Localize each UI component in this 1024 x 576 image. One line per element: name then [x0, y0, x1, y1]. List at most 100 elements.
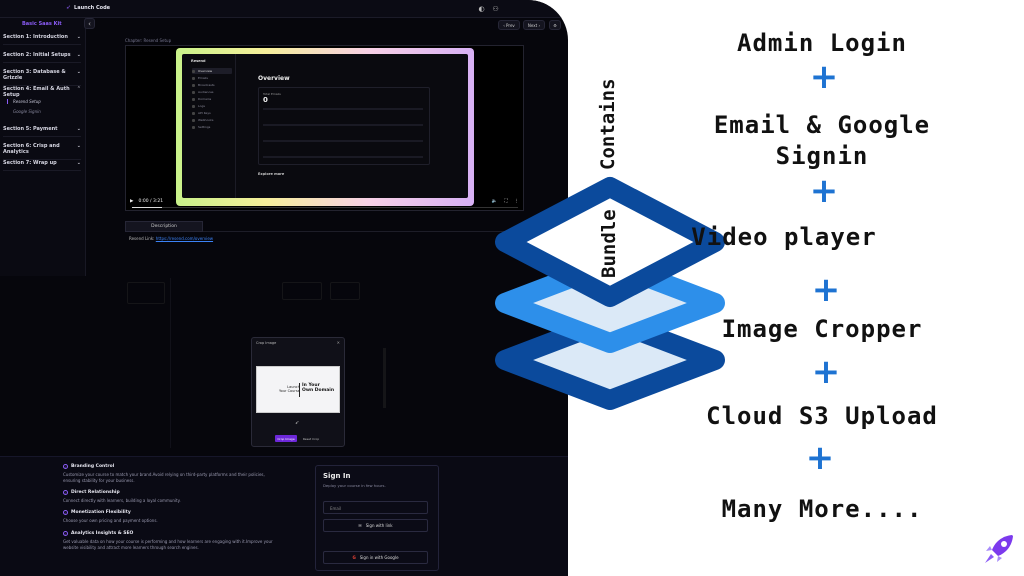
feature-text: Choose your own pricing and payment opti… — [63, 518, 158, 523]
sidebar-subitem-google[interactable]: Google Signin — [13, 109, 41, 114]
feature-text: Get valuable data on how your course is … — [63, 539, 273, 550]
video-inner-sidebar: Resend Overview Emails Broadcasts Audien… — [182, 54, 236, 198]
theme-toggle-icon[interactable]: ◐ — [478, 4, 485, 13]
section-label: Section 1: Introduction — [3, 34, 68, 40]
promo-email-google-signin: Email & Google Signin — [713, 111, 931, 171]
layers-stack-icon — [495, 177, 725, 410]
google-icon: G — [352, 555, 356, 560]
feature-branding: ✓Branding Control Customize your course … — [63, 464, 273, 484]
resend-url-link[interactable]: https://resend.com/overview — [155, 236, 214, 241]
prev-button[interactable]: ‹ Prev — [498, 20, 520, 30]
plus-icon: + — [809, 171, 839, 211]
faded-background-screen — [0, 278, 568, 454]
video-controls: ▶ 0:00 / 3:21 🔈 ⛶ ⋮ — [125, 194, 524, 208]
chevron-down-icon: ⌄ — [76, 52, 81, 58]
feature-text: Customize your course to match your bran… — [63, 472, 265, 483]
chevron-up-icon: ⌃ — [76, 86, 81, 92]
chevron-down-icon: ⌄ — [76, 34, 81, 40]
inner-nav-item: Audiences — [192, 89, 232, 95]
section-label: Section 5: Payment — [3, 126, 58, 132]
play-icon[interactable]: ▶ — [130, 198, 134, 204]
preview-text-right: In Your Own Domain — [302, 383, 335, 393]
section-label: Section 4: Email & Auth Setup — [3, 86, 70, 98]
contains-label: Contains — [597, 78, 619, 170]
feature-analytics: ✓Analytics Insights & SEO Get valuable d… — [63, 531, 273, 550]
promo-image-cropper: Image Cropper — [721, 315, 923, 343]
settings-icon[interactable]: ⚙ — [549, 20, 561, 30]
feature-direct-relationship: ✓Direct Relationship Connect directly wi… — [63, 490, 273, 504]
landing-section — [0, 456, 568, 576]
mail-icon: ✉ — [358, 523, 362, 528]
sign-with-link-button[interactable]: ✉Sign with link — [323, 519, 428, 532]
sidebar-section-4[interactable]: Section 4: Email & Auth Setup ⌃ — [3, 86, 81, 102]
crop-image-button[interactable]: Crop Image — [275, 435, 297, 442]
bundle-label: Bundle — [598, 209, 620, 278]
check-circle-icon: ✓ — [63, 531, 68, 536]
plus-icon: + — [811, 352, 841, 392]
inner-total-emails: Total Emails — [263, 92, 281, 96]
cropper-title: Crop Image — [256, 341, 277, 345]
section-label: Section 6: Crisp and Analytics — [3, 143, 60, 155]
fullscreen-icon[interactable]: ⛶ — [504, 199, 508, 204]
grid-line — [263, 108, 423, 110]
sidebar-section-2[interactable]: Section 2: Initial Setups⌄ — [3, 52, 81, 63]
inner-nav-item: Logs — [192, 103, 232, 109]
video-content: Resend Overview Emails Broadcasts Audien… — [182, 54, 468, 198]
inner-overview-title: Overview — [258, 75, 290, 82]
sidebar-section-1[interactable]: Section 1: Introduction ⌄ — [3, 34, 81, 45]
sidebar-section-7[interactable]: Section 7: Wrap up ⌄ — [3, 160, 81, 171]
signin-subtitle: Deploy your course in few hours. — [323, 483, 386, 488]
sidebar-section-6[interactable]: Section 6: Crisp and Analytics ⌄ — [3, 143, 81, 160]
chapter-title: Chapter: Resend Setup — [125, 38, 172, 43]
inner-explore: Explore more — [258, 172, 285, 176]
brand[interactable]: ➶Launch Code — [66, 4, 110, 11]
reset-crop-button[interactable]: Reset Crop — [302, 436, 320, 441]
resend-link-row: Resend Link: https://resend.com/overview — [129, 236, 213, 241]
chevron-down-icon: ⌄ — [76, 143, 81, 149]
promo-admin-login: Admin Login — [737, 29, 907, 57]
promo-many-more: Many More.... — [721, 495, 923, 523]
rocket-logo-icon: ➶ — [66, 4, 72, 11]
inner-nav-item: Broadcasts — [192, 82, 232, 88]
check-circle-icon: ✓ — [63, 510, 68, 515]
volume-icon[interactable]: 🔈 — [491, 198, 498, 204]
description-tab[interactable]: Description — [125, 221, 203, 232]
video-progress-bar[interactable] — [132, 207, 518, 208]
close-icon[interactable]: ✕ — [336, 340, 340, 345]
brand-name: Launch Code — [74, 4, 111, 11]
sidebar-section-5[interactable]: Section 5: Payment ⌄ — [3, 126, 81, 137]
signin-title: Sign In — [323, 472, 351, 480]
stack-layer-bottom — [495, 310, 725, 410]
plus-icon: + — [805, 438, 835, 478]
sidebar-subitem-resend[interactable]: Resend Setup — [7, 99, 41, 104]
promo-video-player: Video player — [691, 223, 877, 251]
plus-icon: + — [809, 57, 839, 97]
user-icon[interactable]: ⚇ — [492, 4, 499, 13]
inner-chart-card: Total Emails 0 — [258, 87, 430, 165]
chevron-down-icon: ⌄ — [76, 126, 81, 132]
grid-line — [263, 124, 423, 126]
rocket-icon: ➶ — [295, 420, 300, 426]
check-circle-icon: ✓ — [63, 490, 68, 495]
resend-label: Resend Link: — [129, 236, 155, 241]
feature-monetization: ✓Monetization Flexibility Choose your ow… — [63, 510, 273, 524]
next-button[interactable]: Next › — [523, 20, 545, 30]
signin-card: Sign In Deploy your course in few hours.… — [315, 465, 439, 571]
inner-nav-item: API Keys — [192, 110, 232, 116]
grid-line — [263, 140, 423, 142]
more-options-icon[interactable]: ⋮ — [514, 198, 520, 204]
promo-cloud-s3-upload: Cloud S3 Upload — [706, 402, 938, 430]
check-circle-icon: ✓ — [63, 464, 68, 469]
cropper-preview-image[interactable]: Launch Your Course In Your Own Domain — [256, 366, 340, 413]
email-input[interactable]: Email — [323, 501, 428, 514]
inner-nav-item: Domains — [192, 96, 232, 102]
chevron-down-icon: ⌄ — [76, 69, 81, 75]
plus-icon: + — [811, 270, 841, 310]
sidebar-section-3[interactable]: Section 3: Database & Grizzle⌄ — [3, 69, 81, 86]
video-frame: Resend Overview Emails Broadcasts Audien… — [176, 48, 474, 206]
section-label: Section 7: Wrap up — [3, 160, 57, 166]
collapse-sidebar-icon[interactable]: ‹ — [84, 18, 95, 29]
chevron-down-icon: ⌄ — [76, 160, 81, 166]
